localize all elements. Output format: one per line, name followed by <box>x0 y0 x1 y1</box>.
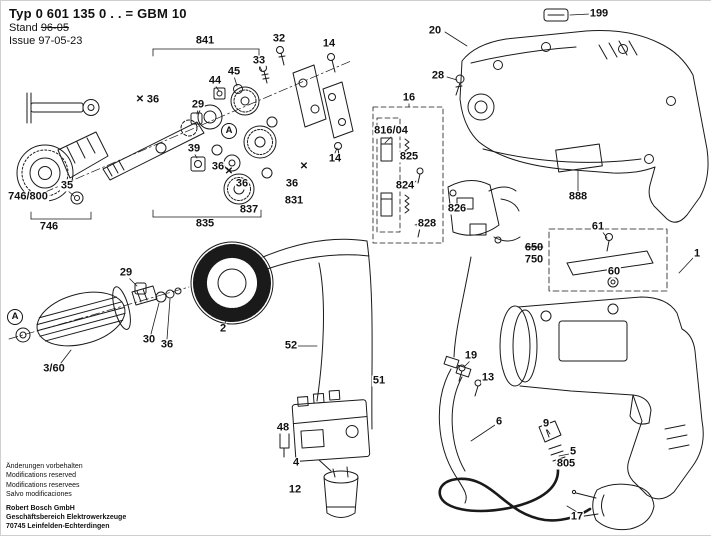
part-label-835: 835 <box>194 217 216 230</box>
notice-line: Modifications reserved <box>6 472 77 480</box>
part-label-9: 9 <box>541 417 551 430</box>
typ-label: Typ <box>9 6 32 21</box>
stand-value: 96-05 <box>40 22 69 34</box>
part-label-824: 824 <box>394 179 416 192</box>
part-label-805: 805 <box>555 457 577 470</box>
part-label-17: 17 <box>569 510 585 523</box>
part-label-29: 29 <box>118 266 134 279</box>
stand-line: Stand 96-05 <box>9 22 187 34</box>
part-label-825: 825 <box>398 150 420 163</box>
part-label-39: 39 <box>186 142 202 155</box>
part-label-746/800: 746/800 <box>7 190 49 203</box>
type-number: 0 601 135 0 . . <box>35 6 122 21</box>
company-line: 70745 Leinfelden-Echterdingen <box>6 522 110 530</box>
lead-wires-drawing <box>438 355 472 504</box>
part-label-33: 33 <box>251 54 267 67</box>
handle-housing-drawing <box>499 296 704 500</box>
model-name: GBM 10 <box>137 6 187 21</box>
part-label-60: 60 <box>606 265 622 278</box>
part-label-746: 746 <box>38 220 60 233</box>
switch-drawing <box>291 389 371 462</box>
motor-housing-drawing <box>455 8 709 223</box>
assembly-mark-A: A <box>7 309 23 325</box>
part-label-35: 35 <box>59 179 75 192</box>
part-label-888: 888 <box>567 190 589 203</box>
part-label-36: 36 <box>145 93 161 106</box>
part-label-5: 5 <box>568 445 578 458</box>
notice-line: Salvo modificaciones <box>6 490 72 498</box>
issue-label: Issue <box>9 35 36 47</box>
part-label-1: 1 <box>692 247 702 260</box>
stand-label: Stand <box>9 22 38 34</box>
part-label-48: 48 <box>275 421 291 434</box>
deleted-part-mark: ✕ <box>299 161 309 172</box>
bearing-drawing <box>180 104 223 137</box>
part-label-199: 199 <box>588 7 610 20</box>
part-label-831: 831 <box>283 194 305 207</box>
part-label-28: 28 <box>430 69 446 82</box>
part-label-36: 36 <box>159 338 175 351</box>
part-label-828: 828 <box>416 217 438 230</box>
terminal-screws-drawing <box>458 364 482 397</box>
spindle-drawing <box>102 121 205 181</box>
part-label-61: 61 <box>590 220 606 233</box>
footer-block: Änderungen vorbehalten Modifications res… <box>6 462 126 531</box>
deleted-part-mark: ✕ <box>135 94 145 105</box>
part-label-30: 30 <box>141 333 157 346</box>
company-block: Robert Bosch GmbH Geschäftsbereich Elekt… <box>6 504 126 531</box>
part-label-14: 14 <box>321 37 337 50</box>
chuck-key-drawing <box>26 92 100 124</box>
part-label-650: 650 <box>523 241 545 254</box>
part-label-750: 750 <box>523 253 545 266</box>
part-label-20: 20 <box>427 24 443 37</box>
part-label-36: 36 <box>234 177 250 190</box>
issue-value: 97-05-23 <box>38 35 83 47</box>
page-title: Typ 0 601 135 0 . . = GBM 10 <box>9 6 187 21</box>
screw-parts-drawing <box>259 46 342 162</box>
equals-sign: = <box>125 6 134 21</box>
brush-plate-drawing <box>447 180 521 244</box>
title-block: Typ 0 601 135 0 . . = GBM 10 Stand 96-05… <box>9 6 187 47</box>
notice-line: Modifications reservees <box>6 481 80 489</box>
field-coil-drawing <box>190 238 472 430</box>
support-plate-drawing <box>548 228 668 292</box>
part-label-29: 29 <box>190 98 206 111</box>
part-label-51: 51 <box>371 374 387 387</box>
part-label-36: 36 <box>284 177 300 190</box>
armature-drawing <box>15 282 182 347</box>
part-label-13: 13 <box>480 371 496 384</box>
part-label-4: 4 <box>291 456 301 469</box>
notice-line: Änderungen vorbehalten <box>6 463 83 471</box>
small-block-parts-drawing <box>190 84 243 172</box>
part-label-19: 19 <box>463 349 479 362</box>
issue-line: Issue 97-05-23 <box>9 35 187 47</box>
part-label-6: 6 <box>494 415 504 428</box>
cord-plug-drawing <box>438 420 655 531</box>
part-label-826: 826 <box>446 202 468 215</box>
part-label-36: 36 <box>210 160 226 173</box>
part-label-45: 45 <box>226 65 242 78</box>
part-label-837: 837 <box>238 203 260 216</box>
part-label-32: 32 <box>271 32 287 45</box>
part-label-44: 44 <box>207 74 223 87</box>
assembly-mark-A: A <box>221 123 237 139</box>
part-label-14: 14 <box>327 152 343 165</box>
part-label-12: 12 <box>287 483 303 496</box>
part-label-816/04: 816/04 <box>373 124 409 137</box>
part-label-52: 52 <box>283 339 299 352</box>
gear-train-drawing <box>211 86 278 205</box>
part-label-16: 16 <box>401 91 417 104</box>
deleted-part-mark: ✕ <box>224 166 234 177</box>
company-line: Geschäftsbereich Elektrowerkzeuge <box>6 513 127 521</box>
bearing-plate-drawing <box>292 64 354 139</box>
part-label-2: 2 <box>218 322 228 335</box>
part-label-841: 841 <box>194 34 216 47</box>
capacitor-drawing <box>318 459 359 518</box>
chuck-drawing <box>16 131 109 205</box>
company-line: Robert Bosch GmbH <box>6 504 75 512</box>
part-label-3/60: 3/60 <box>42 362 66 375</box>
